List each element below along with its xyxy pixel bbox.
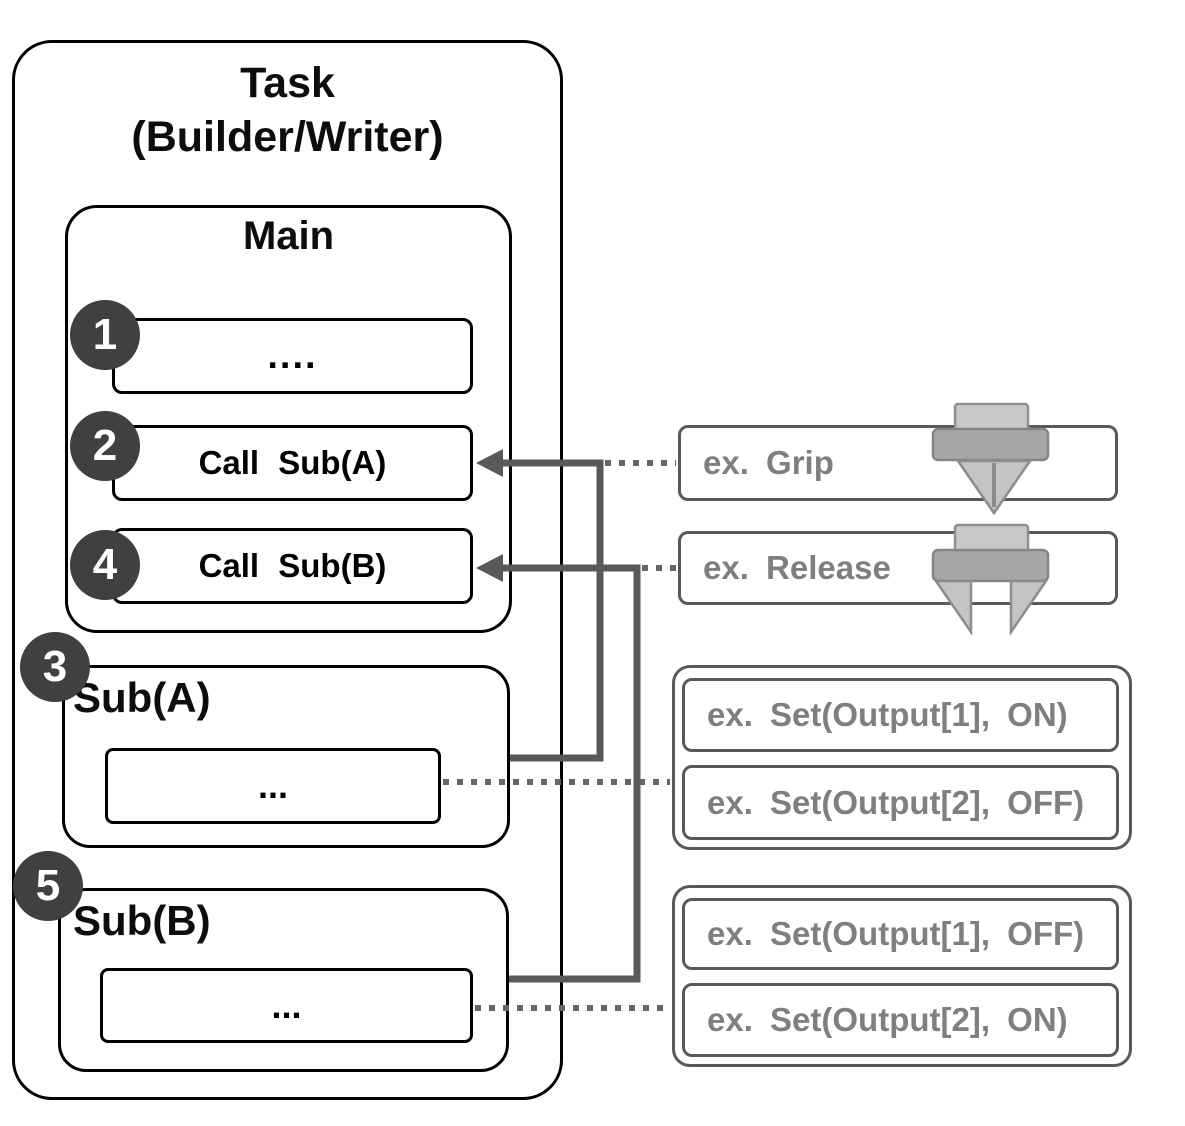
sub-b-example-2-box: ex. Set(Output[2], ON) [682,983,1119,1057]
badge-2: 2 [70,411,140,481]
sub-a-example-2-box: ex. Set(Output[2], OFF) [682,765,1119,840]
sub-b-example-1-label: ex. Set(Output[1], OFF) [707,915,1085,952]
main-title: Main [242,214,335,258]
sub-a-example-1-label: ex. Set(Output[1], ON) [707,696,1068,733]
task-title: Task (Builder/Writer) [12,56,563,164]
example-grip-box: ex. Grip [678,425,1118,501]
sub-b-title: Sub(B) [73,897,211,944]
task-title-line1: Task [240,59,335,107]
example-release-box: ex. Release [678,531,1118,605]
sub-a-title: Sub(A) [73,674,211,721]
badge-4: 4 [70,530,140,600]
example-release-label: ex. Release [703,549,891,586]
sub-b-example-2-label: ex. Set(Output[2], ON) [707,1001,1068,1038]
badge-5: 5 [13,851,83,921]
sub-b-body-box: ... [100,968,473,1043]
task-title-line2: (Builder/Writer) [131,113,444,161]
sub-a-example-1-box: ex. Set(Output[1], ON) [682,678,1119,752]
sub-a-example-2-label: ex. Set(Output[2], OFF) [707,783,1085,821]
sub-a-body-box: ... [105,748,441,824]
badge-1: 1 [70,300,140,370]
sub-b-example-1-box: ex. Set(Output[1], OFF) [682,898,1119,970]
step-call-sub-b-box: Call Sub(B) [112,528,473,604]
example-grip-label: ex. Grip [703,444,834,481]
step-dots-box: .... [112,318,473,394]
step-call-sub-a-box: Call Sub(A) [112,425,473,501]
badge-3: 3 [20,632,90,702]
